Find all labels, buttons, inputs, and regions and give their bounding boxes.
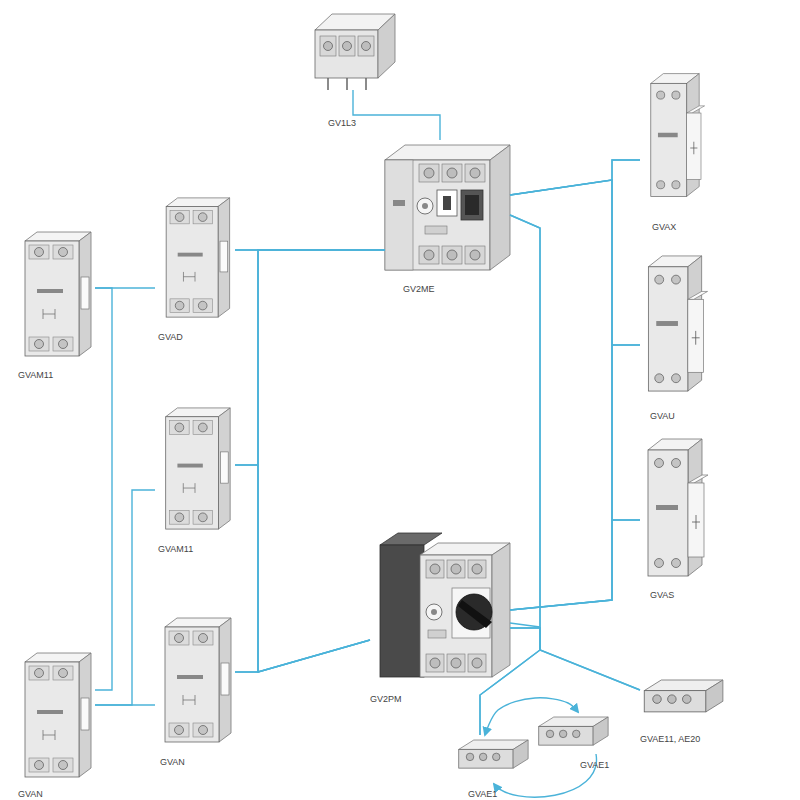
connector-line [95, 490, 155, 705]
front-contact-block [651, 74, 705, 197]
motor-breaker [385, 145, 510, 270]
front-contact-block [459, 740, 528, 768]
connector-line [235, 250, 385, 672]
connector-line [235, 640, 370, 672]
connector-line [95, 288, 112, 690]
part-label: GV2PM [370, 694, 402, 705]
release-block [648, 256, 707, 391]
device-box: GVAS [640, 435, 710, 580]
connector-line [510, 345, 640, 610]
device-box: GVAM11 [155, 405, 235, 532]
device-box: GVAN [15, 650, 95, 780]
part-label: GVAE1 [580, 760, 609, 771]
release-block [648, 439, 708, 576]
part-label: GVAD [158, 332, 183, 343]
connector-line [510, 180, 640, 520]
connector-line [235, 250, 370, 672]
connector-line [510, 180, 640, 345]
part-label: GVAM11 [18, 370, 53, 381]
terminal-block [315, 14, 395, 90]
side-contact-block [25, 653, 91, 777]
device-box: GVAD [155, 195, 235, 320]
part-label: GV2ME [403, 284, 435, 295]
part-label: GVAM11 [158, 544, 193, 555]
leader-line [510, 623, 540, 627]
connector-line [485, 698, 578, 735]
device-box: GVAX [640, 70, 710, 200]
connector-line [510, 628, 640, 690]
device-box: GV1L3 [310, 8, 395, 90]
part-label: GVAX [652, 222, 676, 233]
device-box: GVAE11, AE20 [640, 672, 725, 722]
side-contact-block [165, 618, 231, 742]
connector-line [95, 704, 155, 705]
connector-line [510, 160, 640, 195]
device-box: GVAN [155, 615, 235, 745]
side-contact-block [166, 198, 229, 317]
device-box: GV2PM [370, 530, 510, 680]
connector-line [510, 160, 640, 610]
side-contact-block [25, 232, 91, 356]
part-label: GVAE1 [468, 789, 497, 800]
connector-line [480, 215, 540, 735]
connector-line [510, 520, 640, 610]
device-box: GVAM11 [15, 228, 95, 360]
device-box: GVAE1 [535, 712, 610, 752]
connector-line [235, 465, 370, 672]
part-label: GVAU [650, 411, 675, 422]
side-contact-block [166, 408, 230, 529]
connector-line [480, 628, 540, 735]
front-contact-block [539, 717, 608, 745]
device-box: GV2ME [385, 140, 510, 270]
device-box: GVAU [640, 252, 710, 395]
part-label: GVAN [160, 757, 185, 768]
part-label: GVAN [18, 789, 43, 800]
part-label: GVAE11, AE20 [640, 734, 700, 745]
motor-breaker [380, 533, 510, 677]
part-label: GV1L3 [328, 118, 356, 129]
connector-line [510, 215, 640, 690]
connector-line [353, 90, 440, 140]
part-label: GVAS [650, 590, 674, 601]
device-box: GVAE1 [455, 735, 530, 775]
front-contact-block [644, 680, 723, 712]
